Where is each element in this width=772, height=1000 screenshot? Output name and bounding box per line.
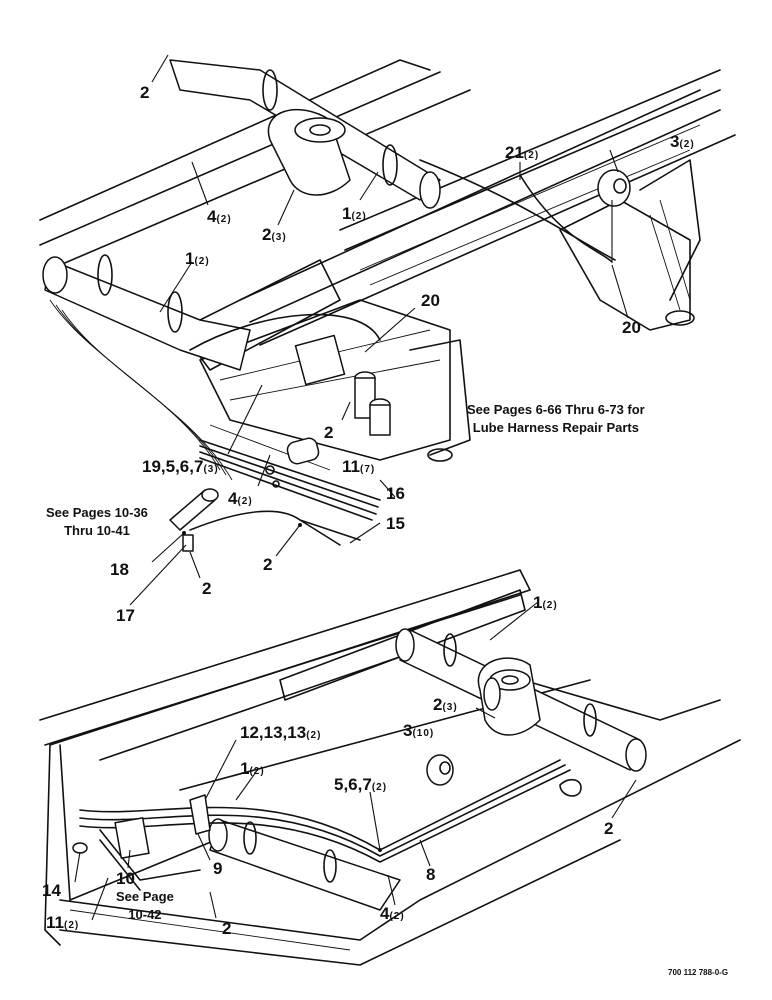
top-frame	[39, 59, 736, 552]
pages-note-line-1: See Pages 10-36	[46, 505, 148, 520]
callout-16: 16	[386, 484, 405, 503]
pages-reference-note: See Pages 10-36 Thru 10-41	[46, 504, 148, 540]
callout-2: 2	[222, 919, 232, 938]
page-reference-note: See Page 10-42	[116, 888, 174, 924]
callout-2: 2(3)	[262, 225, 287, 244]
callout-1: 1(2)	[533, 593, 558, 612]
callout-2: 2	[140, 83, 150, 102]
callout-4: 4(2)	[380, 904, 405, 923]
callout-20: 20	[421, 291, 440, 310]
callout-2: 2	[263, 555, 273, 574]
callout-9: 9	[213, 859, 223, 878]
callout-20: 20	[622, 318, 641, 337]
callout-11: 11(7)	[342, 457, 376, 476]
callout-1: 1(2)	[240, 759, 265, 778]
leader-lines	[74, 54, 637, 921]
lube-harness-note: See Pages 6-66 Thru 6-73 for Lube Harnes…	[467, 401, 645, 437]
drawing-number: 700 112 788-0-G	[668, 968, 729, 977]
callout-12-13-13: 12,13,13(2)	[240, 723, 322, 742]
callout-10: 10	[116, 869, 135, 888]
callout-18: 18	[110, 560, 129, 579]
callout-1: 1(2)	[185, 249, 210, 268]
page-note-line-2: 10-42	[128, 907, 162, 922]
callout-8: 8	[426, 865, 436, 884]
lube-note-line-1: See Pages 6-66 Thru 6-73 for	[467, 402, 645, 417]
callout-11: 11(2)	[46, 913, 80, 932]
callout-3: 3(2)	[670, 132, 695, 151]
callout-1: 1(2)	[342, 204, 367, 223]
callout-15: 15	[386, 514, 405, 533]
callout-5-6-7: 5,6,7(2)	[334, 775, 388, 794]
callout-3: 3(10)	[403, 721, 435, 740]
callout-19-5-6-7: 19,5,6,7(3)	[142, 457, 219, 476]
callout-14: 14	[42, 881, 61, 900]
callout-2: 2	[202, 579, 212, 598]
pages-note-line-2: Thru 10-41	[64, 523, 130, 538]
callout-17: 17	[116, 606, 135, 625]
callout-4: 4(2)	[207, 207, 232, 226]
callout-2: 2(3)	[433, 695, 458, 714]
callout-2: 2	[324, 423, 334, 442]
callout-4: 4(2)	[228, 489, 253, 508]
page-note-line-1: See Page	[116, 889, 174, 904]
callout-21: 21(2)	[505, 143, 540, 162]
callout-2: 2	[604, 819, 614, 838]
lube-note-line-2: Lube Harness Repair Parts	[472, 420, 639, 435]
